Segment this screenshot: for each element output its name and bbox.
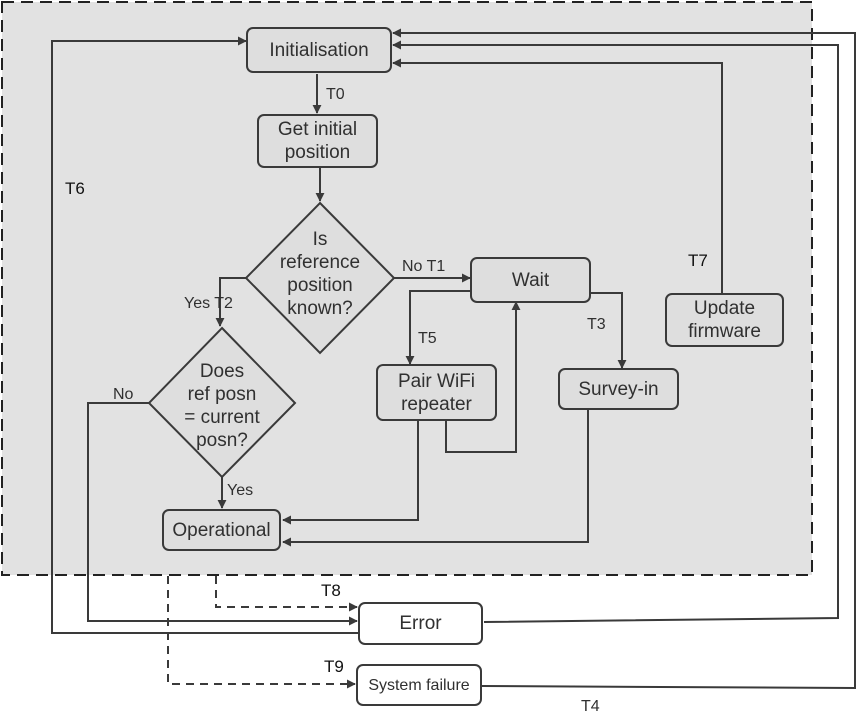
node-wait: Wait — [470, 257, 591, 303]
label-no-t1: No T1 — [402, 258, 446, 275]
label-t0: T0 — [326, 86, 345, 103]
decision-reference-known-shape — [244, 201, 396, 355]
edge-t7 — [392, 58, 723, 293]
label-t4: T4 — [581, 698, 600, 715]
edge-t5 — [405, 290, 470, 365]
edge-t8 — [215, 576, 358, 612]
edge-t2 — [215, 277, 246, 327]
label-yes: Yes — [227, 482, 254, 499]
edge-survey-to-operational — [282, 409, 589, 547]
node-error: Error — [358, 602, 483, 645]
node-system-failure: System failure — [356, 664, 482, 706]
decision-reference-known-text: Is reference position known? — [279, 229, 361, 319]
label-yes-t2: Yes T2 — [184, 295, 233, 312]
edge-t4-error — [392, 40, 839, 623]
node-pair-wifi-repeater: Pair WiFi repeater — [376, 364, 497, 421]
label-t6: T6 — [65, 179, 85, 198]
label-t9: T9 — [324, 657, 344, 676]
node-survey-in: Survey-in — [558, 368, 679, 410]
edge-pair-to-wait — [445, 301, 521, 453]
edge-pair-to-operational — [282, 421, 419, 525]
node-get-initial-position: Get initial position — [257, 114, 378, 168]
edge-t6 — [51, 36, 359, 634]
edge-t9 — [167, 576, 356, 689]
node-operational: Operational — [162, 509, 281, 551]
edge-t3 — [590, 292, 627, 369]
node-initialisation: Initialisation — [246, 27, 392, 73]
edge-no-error — [87, 402, 358, 626]
decision-ref-equals-current-text: Does ref posn = current posn? — [184, 361, 260, 451]
label-t3: T3 — [587, 316, 606, 333]
label-t8: T8 — [321, 581, 341, 600]
label-t7: T7 — [688, 251, 708, 270]
label-t5: T5 — [418, 330, 437, 347]
label-no: No — [113, 386, 134, 403]
operating-region-boundary — [1, 1, 813, 576]
node-update-firmware: Update firmware — [665, 293, 784, 347]
edge-t4-system-failure — [392, 28, 856, 690]
